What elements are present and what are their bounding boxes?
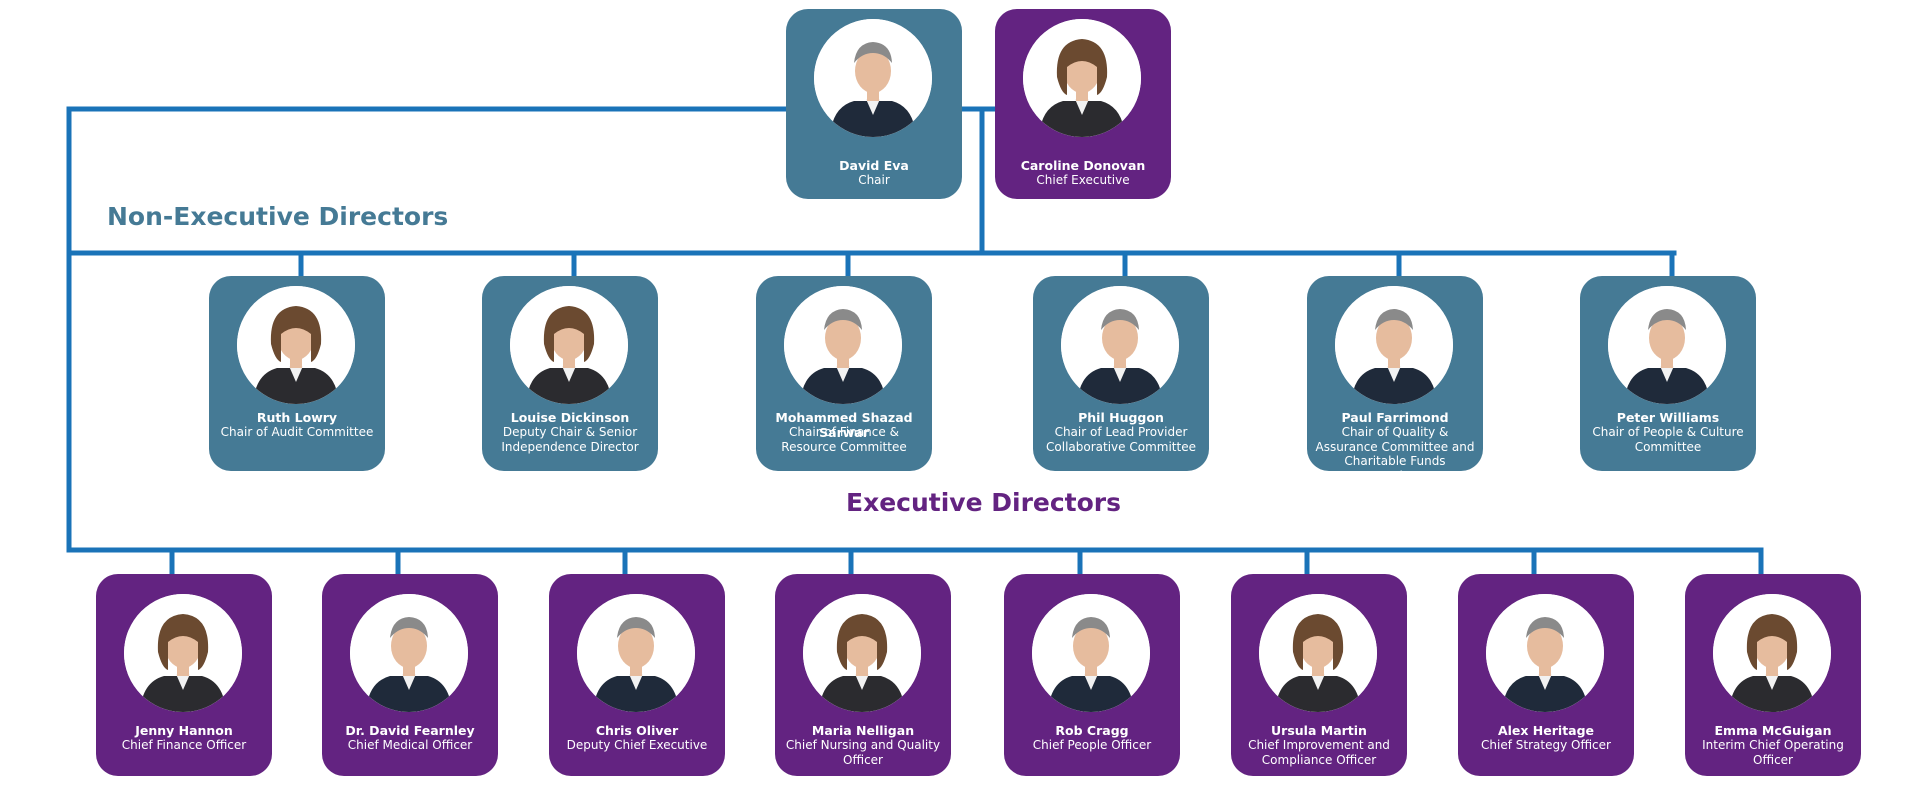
person-photo-woman — [237, 286, 355, 404]
person-photo-man — [350, 594, 468, 712]
director-role: Chair of People & Culture Committee — [1592, 425, 1744, 454]
director-name: Jenny Hannon — [135, 723, 233, 738]
director-name: Maria Nelligan — [811, 723, 915, 738]
director-name: Peter Williams — [1616, 410, 1720, 425]
director-role: Chief People Officer — [1032, 738, 1152, 752]
person-photo-woman — [1713, 594, 1831, 712]
director-name: Alex Heritage — [1497, 723, 1595, 738]
director-role: Chair of Audit Committee — [220, 425, 374, 439]
director-role: Chair of Quality & Assurance Committee a… — [1315, 425, 1475, 483]
person-photo-man — [1335, 286, 1453, 404]
director-name: Mohammed Shazad Sarwar — [775, 410, 913, 440]
director-role: Chair of Lead Provider Collaborative Com… — [1046, 425, 1196, 454]
director-role: Chief Strategy Officer — [1481, 738, 1611, 752]
director-role: Chief Executive — [1036, 173, 1130, 187]
director-name: Phil Huggon — [1078, 410, 1164, 425]
director-name: Paul Farrimond — [1341, 410, 1449, 425]
director-name: Chris Oliver — [595, 723, 679, 738]
person-photo-woman — [1259, 594, 1377, 712]
director-role: Chair of Finance & Resource Committee — [781, 425, 907, 454]
person-photo-woman — [803, 594, 921, 712]
director-role: Chief Improvement and Compliance Officer — [1248, 738, 1390, 767]
director-name: Emma McGuigan — [1714, 723, 1832, 738]
person-photo-man — [1032, 594, 1150, 712]
director-role: Deputy Chief Executive — [566, 738, 708, 752]
director-name: Louise Dickinson — [510, 410, 630, 425]
executive-directors-heading: Executive Directors — [846, 488, 1122, 517]
person-photo-woman — [510, 286, 628, 404]
person-photo-man — [814, 19, 932, 137]
person-photo-woman — [124, 594, 242, 712]
director-role: Chair — [858, 173, 890, 187]
person-photo-man — [1486, 594, 1604, 712]
person-photo-man — [577, 594, 695, 712]
director-role: Chief Finance Officer — [121, 738, 247, 752]
director-name: Dr. David Fearnley — [345, 723, 475, 738]
director-name: David Eva — [839, 158, 909, 173]
director-name: Caroline Donovan — [1020, 158, 1146, 173]
director-role: Chief Medical Officer — [347, 738, 473, 752]
director-name: Rob Cragg — [1055, 723, 1129, 738]
person-photo-man — [1608, 286, 1726, 404]
person-photo-woman — [1023, 19, 1141, 137]
director-name: Ursula Martin — [1271, 723, 1367, 738]
non-executive-directors-heading: Non-Executive Directors — [107, 202, 449, 231]
director-role: Deputy Chair & Senior Independence Direc… — [501, 425, 639, 454]
director-name: Ruth Lowry — [256, 410, 338, 425]
person-photo-man — [784, 286, 902, 404]
person-photo-man — [1061, 286, 1179, 404]
director-role: Chief Nursing and Quality Officer — [785, 738, 941, 767]
director-role: Interim Chief Operating Officer — [1702, 738, 1844, 767]
